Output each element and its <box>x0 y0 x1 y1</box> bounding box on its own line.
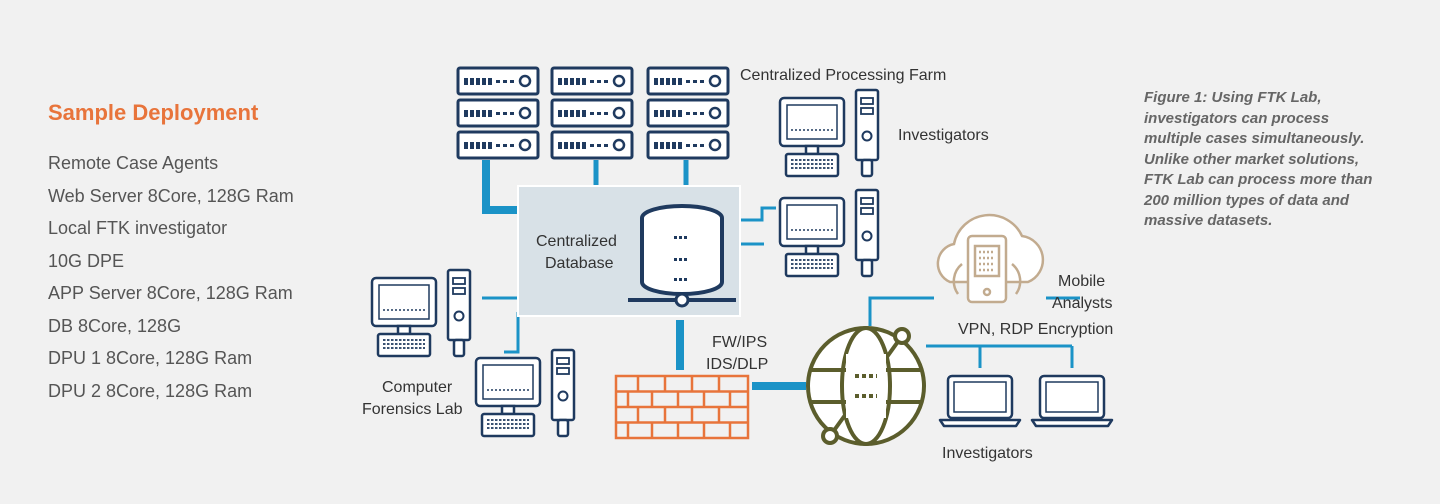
spec-item: Remote Case Agents <box>48 153 219 173</box>
spec-item: DB 8Core, 128G <box>48 315 182 336</box>
processing-farm <box>458 68 728 158</box>
globe-icon <box>806 326 926 446</box>
spec-item: 10G DPE <box>48 250 125 271</box>
caption-line: investigators can process <box>1144 109 1330 127</box>
caption-line: massive datasets. <box>1144 212 1273 229</box>
desktop-computer-icon <box>474 348 576 438</box>
database-label-line2: Database <box>545 255 614 272</box>
firewall-label-line2: IDS/DLP <box>706 356 768 373</box>
caption-line: 200 million types of data and <box>1144 191 1350 209</box>
database-icon <box>628 204 736 308</box>
processing-farm-label: Centralized Processing Farm <box>740 67 946 84</box>
firewall-label-line1: FW/IPS <box>712 334 767 351</box>
caption-line: Unlike other market solutions, <box>1144 150 1360 168</box>
centralized-database: Centralized Database <box>517 185 741 317</box>
desktop-computer-icon <box>778 188 880 278</box>
caption-line: Figure 1: Using FTK Lab, <box>1144 89 1322 106</box>
spec-item: Local FTK investigator <box>48 218 228 238</box>
mobile-label-line1: Mobile <box>1058 273 1105 290</box>
forensics-label-line1: Computer <box>382 379 453 396</box>
sidebar-title: Sample Deployment <box>48 100 259 125</box>
mobile-label-line2: Analysts <box>1052 295 1112 312</box>
spec-item: DPU 1 8Core, 128G Ram <box>48 348 253 368</box>
vpn-label: VPN, RDP Encryption <box>958 321 1113 338</box>
database-label-line1: Centralized <box>536 233 617 250</box>
investigators-laptops <box>938 374 1114 428</box>
desktop-computer-icon <box>778 88 880 178</box>
desktop-computer-icon <box>370 268 472 358</box>
forensics-label-line2: Forensics Lab <box>362 401 463 418</box>
mobile-cloud-icon <box>936 213 1045 304</box>
deployment-spec-list: Remote Case Agents Web Server 8Core, 128… <box>48 147 294 407</box>
investigators-desktops <box>778 88 880 278</box>
investigators-top-label: Investigators <box>898 127 989 144</box>
firewall-icon <box>614 374 750 440</box>
caption-line: FTK Lab can process more than <box>1144 171 1373 188</box>
server-rack-icon <box>458 68 538 158</box>
server-rack-icon <box>648 68 728 158</box>
investigators-bottom-label: Investigators <box>942 445 1033 462</box>
server-rack-icon <box>552 68 632 158</box>
laptop-icon <box>1030 374 1114 428</box>
figure-caption: Figure 1: Using FTK Lab, investigators c… <box>1144 88 1406 232</box>
spec-item: APP Server 8Core, 128G Ram <box>48 283 293 303</box>
laptop-icon <box>938 374 1022 428</box>
spec-item: DPU 2 8Core, 128G Ram <box>48 380 253 401</box>
caption-line: multiple cases simultaneously. <box>1144 130 1365 147</box>
spec-item: Web Server 8Core, 128G Ram <box>48 185 294 206</box>
